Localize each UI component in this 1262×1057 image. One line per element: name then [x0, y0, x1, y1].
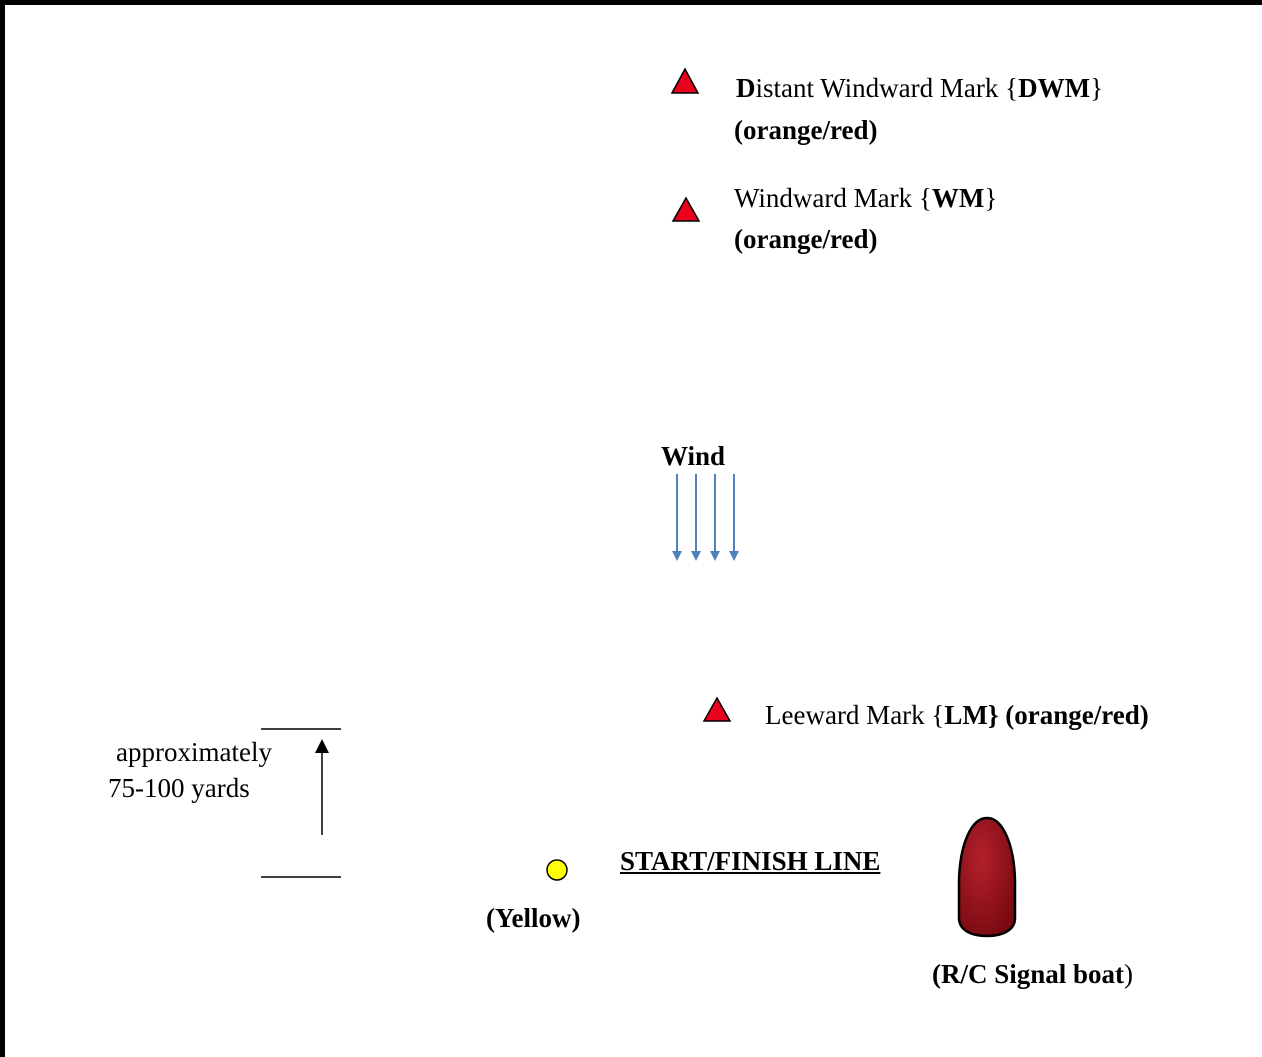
- yellow-buoy-icon: [546, 859, 568, 881]
- distance-line2: 75-100 yards: [108, 773, 250, 803]
- wm-abbr: WM: [931, 183, 985, 213]
- wm-name: Windward Mark {: [734, 183, 932, 213]
- lm-label: Leeward Mark {LM} (orange/red): [765, 699, 1149, 731]
- lm-triangle-icon: [702, 696, 732, 722]
- dwm-close: }: [1090, 73, 1104, 103]
- wm-triangle-icon: [671, 196, 701, 222]
- arrow-up-icon: [315, 739, 329, 753]
- wind-arrows-icon: [672, 474, 739, 561]
- signal-boat-name: R/C Signal boat: [941, 959, 1125, 989]
- yellow-label: (Yellow): [486, 903, 581, 933]
- distance-indicator: [261, 728, 341, 878]
- distance-line1: approximately: [116, 737, 272, 767]
- wm-label: Windward Mark {WM}: [734, 182, 997, 214]
- dwm-label: Distant Windward Mark {DWM}: [736, 72, 1103, 104]
- signal-boat-open: (: [932, 959, 941, 989]
- wm-close: }: [984, 183, 998, 213]
- dwm-abbr: DWM: [1018, 73, 1091, 103]
- lm-abbr: LM}: [944, 700, 999, 730]
- lm-color-note: (orange/red): [1005, 700, 1149, 730]
- dwm-triangle-icon: [670, 67, 700, 94]
- signal-boat-close: ): [1124, 959, 1134, 989]
- signal-boat-label: (R/C Signal boat): [932, 958, 1133, 990]
- dwm-name: istant Windward Mark {: [755, 73, 1019, 103]
- start-finish-label: START/FINISH LINE: [620, 846, 881, 876]
- signal-boat-icon: [957, 816, 1017, 938]
- dwm-initial: D: [736, 73, 756, 103]
- lm-name: Leeward Mark {: [765, 700, 945, 730]
- wm-color-note: (orange/red): [734, 224, 878, 254]
- wind-label: Wind: [661, 441, 726, 471]
- dwm-color-note: (orange/red): [734, 115, 878, 145]
